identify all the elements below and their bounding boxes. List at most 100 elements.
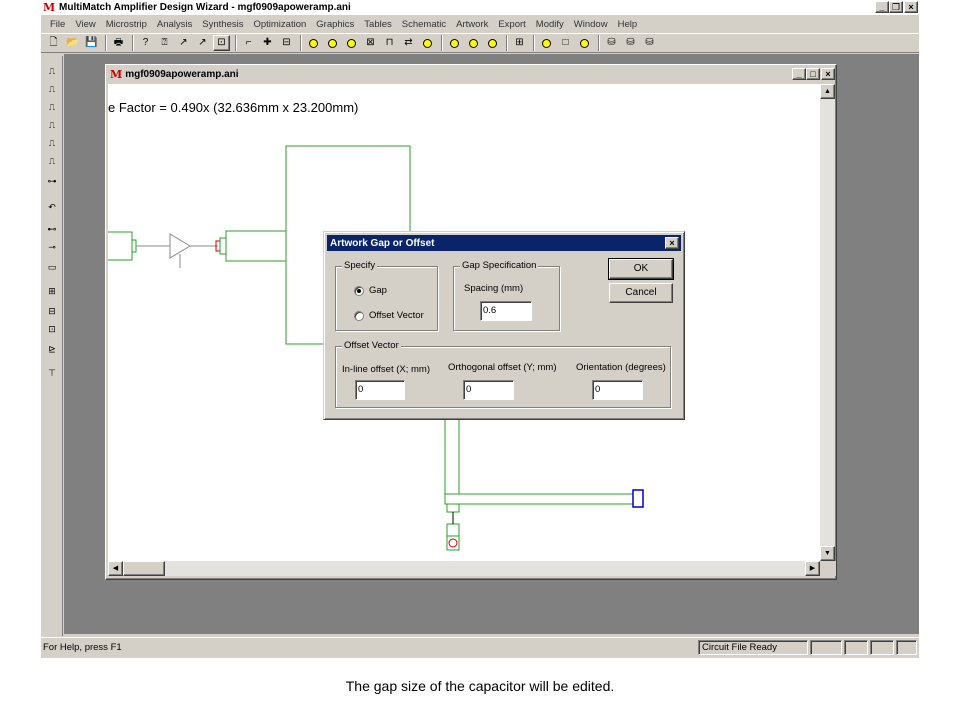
toolbar-separator: [506, 35, 508, 51]
context-help-icon[interactable]: ⍰: [161, 37, 168, 48]
child-maximize-icon[interactable]: □: [806, 68, 820, 80]
component-tool-icon[interactable]: ⊟: [48, 305, 56, 316]
offset-radio-dot[interactable]: [354, 310, 364, 321]
child-close-icon[interactable]: ×: [821, 68, 835, 80]
component-tool-icon[interactable]: ⎍: [48, 155, 56, 166]
gap-offset-tool-icon[interactable]: ⊡: [213, 35, 230, 51]
bend-icon[interactable]: ⌐: [245, 37, 252, 48]
cross-icon[interactable]: ✚: [263, 37, 272, 48]
orthogonal-offset-label: Orthogonal offset (Y; mm): [448, 362, 557, 373]
bias-line[interactable]: [444, 493, 634, 505]
circle-tool-1-icon[interactable]: [305, 35, 322, 51]
component-tool-icon[interactable]: ▭: [47, 261, 57, 272]
component-tool-icon[interactable]: ⎍: [48, 119, 56, 130]
spacing-label: Spacing (mm): [464, 283, 524, 294]
menu-analysis[interactable]: Analysis: [156, 18, 193, 30]
input-stub[interactable]: [131, 239, 137, 253]
tool-a-icon[interactable]: ⛁: [607, 37, 616, 48]
scroll-up-icon[interactable]: ▲: [820, 84, 835, 99]
circle-tool-5-icon[interactable]: [446, 35, 463, 51]
box-x-icon[interactable]: ⊠: [366, 37, 375, 48]
matching-line-upper[interactable]: [285, 145, 411, 284]
component-tool-icon[interactable]: ⊤: [48, 367, 56, 378]
menu-artwork[interactable]: Artwork: [456, 18, 489, 30]
component-tool-icon[interactable]: ⊞: [48, 285, 56, 296]
component-tool-icon[interactable]: ⊵: [48, 343, 56, 354]
menu-export[interactable]: Export: [498, 18, 526, 30]
save-icon[interactable]: 💾: [85, 37, 98, 48]
menu-view[interactable]: View: [75, 18, 96, 30]
component-tool-icon[interactable]: ⎍: [48, 101, 56, 112]
menu-optimization[interactable]: Optimization: [253, 18, 307, 30]
component-tool-icon[interactable]: ⊸: [48, 241, 56, 252]
capacitor-upper-plate[interactable]: [446, 503, 460, 513]
scroll-right-icon[interactable]: ▶: [805, 561, 820, 576]
component-tool-icon[interactable]: ⎍: [48, 137, 56, 148]
restore-icon[interactable]: ❐: [889, 1, 903, 13]
via-pad[interactable]: [446, 535, 460, 551]
close-icon[interactable]: ×: [904, 1, 918, 13]
menu-microstrip[interactable]: Microstrip: [105, 18, 147, 30]
gap-radio[interactable]: Gap: [354, 285, 387, 296]
circle-tool-9-icon[interactable]: [576, 35, 593, 51]
toolbar-separator: [598, 35, 600, 51]
component-tool-icon[interactable]: ⊶: [47, 175, 57, 186]
circle-tool-6-icon[interactable]: [465, 35, 482, 51]
orientation-input[interactable]: 0: [592, 380, 643, 400]
print-icon[interactable]: 🖶: [113, 37, 124, 48]
component-icon[interactable]: ⊟: [282, 37, 291, 48]
marker-b-icon[interactable]: ↗: [198, 37, 207, 48]
inline-offset-input[interactable]: 0: [355, 380, 405, 400]
menu-tables[interactable]: Tables: [364, 18, 392, 30]
new-file-icon[interactable]: 🗋: [49, 37, 58, 48]
menu-graphics[interactable]: Graphics: [316, 18, 355, 30]
square-tool-icon[interactable]: □: [562, 37, 569, 48]
dialog-close-icon[interactable]: ×: [665, 237, 679, 249]
menu-help[interactable]: Help: [617, 18, 638, 30]
help-icon[interactable]: ?: [142, 37, 149, 48]
menu-modify[interactable]: Modify: [535, 18, 564, 30]
circle-tool-3-icon[interactable]: [343, 35, 360, 51]
output-stub[interactable]: [219, 237, 227, 255]
component-tool-icon[interactable]: ⎍: [48, 65, 56, 76]
horizontal-scrollbar[interactable]: ◀ ▶: [108, 561, 820, 576]
scroll-down-icon[interactable]: ▼: [820, 546, 835, 561]
scroll-left-icon[interactable]: ◀: [108, 561, 123, 576]
circle-tool-7-icon[interactable]: [484, 35, 501, 51]
orthogonal-offset-input[interactable]: 0: [463, 380, 514, 400]
spacing-input[interactable]: 0.6: [480, 301, 532, 321]
app-logo-icon: M: [43, 1, 56, 14]
output-line[interactable]: [225, 230, 287, 262]
circle-tool-4-icon[interactable]: [419, 35, 436, 51]
capacitor-lower-plate[interactable]: [446, 523, 460, 537]
menu-schematic[interactable]: Schematic: [401, 18, 447, 30]
menu-window[interactable]: Window: [573, 18, 608, 30]
mdi-client: M mgf0909apoweramp.ani _ □ × e Factor = …: [64, 54, 919, 634]
cancel-button[interactable]: Cancel: [609, 283, 673, 303]
child-minimize-icon[interactable]: _: [792, 68, 806, 80]
minimize-icon[interactable]: _: [875, 1, 889, 13]
circle-tool-2-icon[interactable]: [324, 35, 341, 51]
input-line[interactable]: [108, 231, 133, 261]
component-tool-icon[interactable]: ⊷: [47, 223, 57, 234]
gap-radio-dot[interactable]: [354, 285, 364, 296]
marker-a-icon[interactable]: ↗: [179, 37, 188, 48]
open-folder-icon[interactable]: 📂: [66, 37, 79, 48]
vertical-scrollbar[interactable]: ▲ ▼: [820, 84, 835, 561]
menu-file[interactable]: File: [50, 18, 66, 30]
selection-marker[interactable]: [632, 489, 644, 508]
frame-icon[interactable]: ⊞: [515, 37, 524, 48]
component-tool-icon[interactable]: ⊡: [48, 323, 56, 334]
circle-tool-8-icon[interactable]: [538, 35, 555, 51]
tool-c-icon[interactable]: ⛁: [645, 37, 654, 48]
swap-icon[interactable]: ⇄: [404, 37, 413, 48]
component-tool-icon[interactable]: ⎍: [48, 83, 56, 94]
scroll-thumb[interactable]: [123, 561, 165, 576]
component-2-icon[interactable]: ⊓: [385, 37, 394, 48]
shunt-line[interactable]: [444, 413, 460, 495]
menu-synthesis[interactable]: Synthesis: [202, 18, 244, 30]
tool-b-icon[interactable]: ⛁: [626, 37, 635, 48]
offset-vector-radio[interactable]: Offset Vector: [354, 310, 424, 321]
undo-icon[interactable]: ↶: [48, 201, 56, 212]
ok-button[interactable]: OK: [608, 258, 674, 280]
